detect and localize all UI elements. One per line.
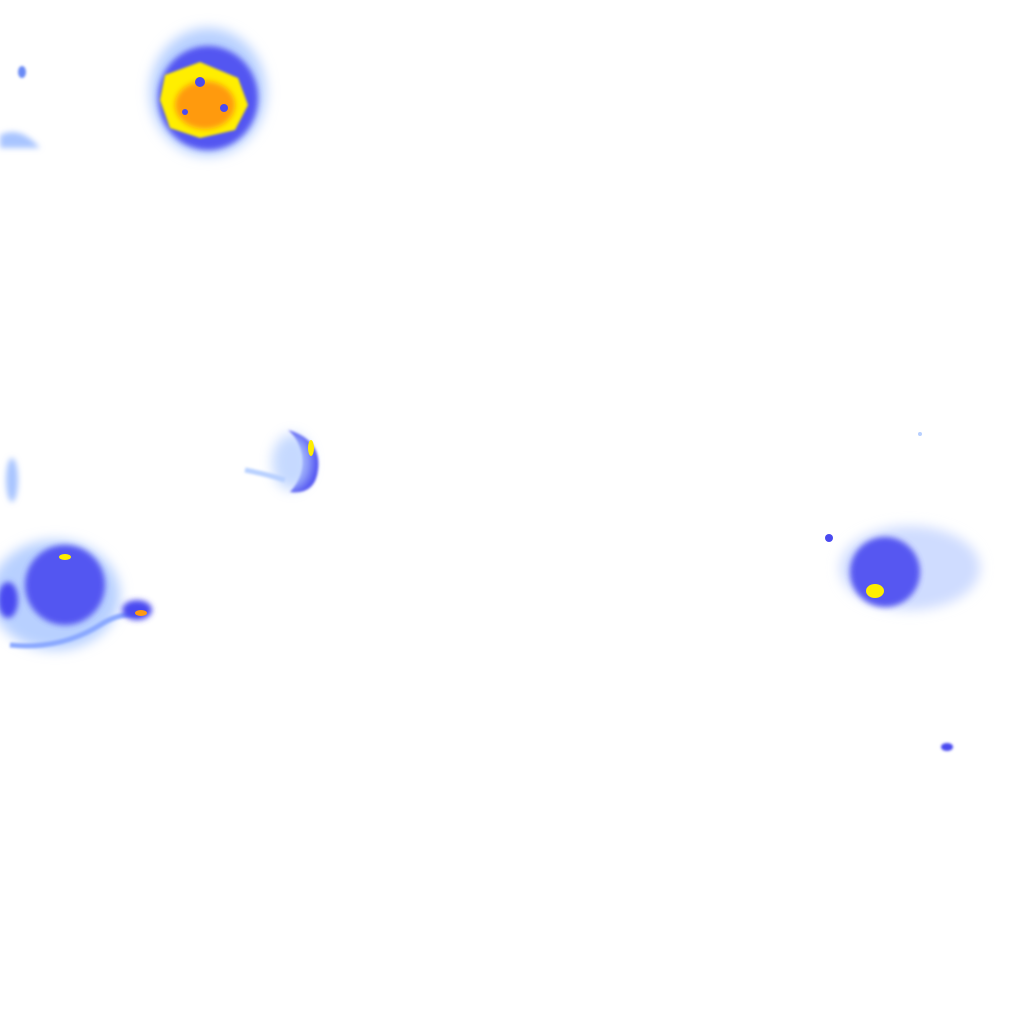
speck — [918, 432, 922, 436]
body — [850, 537, 920, 607]
tail — [244, 467, 286, 483]
crescent-cell — [244, 430, 319, 493]
yellow-spot — [59, 554, 71, 560]
void — [182, 109, 188, 115]
left-middle-cluster — [0, 458, 152, 650]
void — [195, 77, 205, 87]
body — [25, 545, 105, 625]
edge-fragment — [6, 458, 18, 502]
crescent-halo — [272, 434, 312, 490]
fragment — [18, 66, 26, 78]
fragment — [0, 131, 40, 148]
yellow-spot — [866, 584, 884, 598]
satellite — [122, 600, 152, 620]
fragment — [941, 743, 953, 751]
orange-core — [175, 81, 235, 129]
left-edge — [0, 582, 18, 618]
right-cluster — [825, 432, 980, 751]
void — [220, 104, 228, 112]
dot — [825, 534, 833, 542]
top-left-cluster — [0, 28, 266, 156]
crescent-peak — [308, 440, 314, 456]
satellite-peak — [135, 610, 147, 616]
